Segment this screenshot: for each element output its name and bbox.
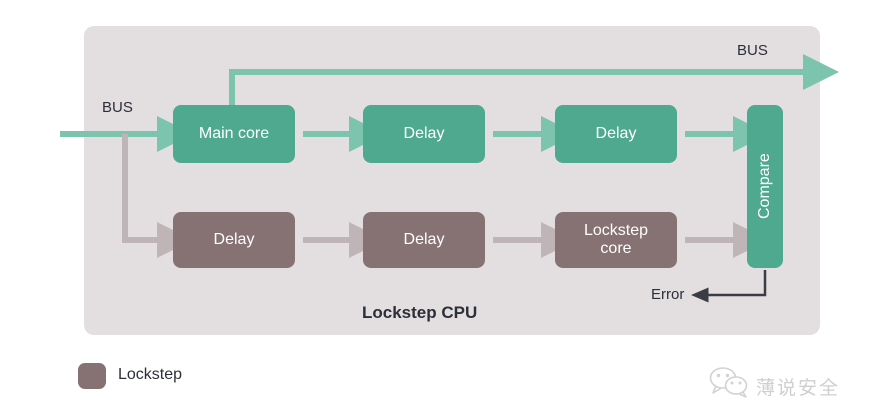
node-bottom-delay-2[interactable]: Delay: [363, 212, 485, 268]
node-lockstep-core-label: Lockstep core: [583, 221, 649, 257]
page-title: Lockstep CPU: [362, 303, 478, 322]
legend-swatch-lockstep: [78, 363, 106, 389]
node-bottom-delay-1[interactable]: Delay: [173, 212, 295, 268]
node-main-core-label: Main core: [198, 124, 270, 142]
watermark-text: 薄说安全: [756, 378, 841, 399]
node-main-core[interactable]: Main core: [173, 105, 295, 163]
bus-output-label: BUS: [737, 42, 768, 59]
node-bottom-delay-2-label: Delay: [403, 230, 445, 248]
bus-output-arrow: [229, 54, 839, 108]
wechat-icon: [709, 367, 748, 398]
node-compare-label: Compare: [755, 153, 773, 220]
node-top-delay-1-label: Delay: [403, 124, 445, 142]
node-top-delay-1[interactable]: Delay: [363, 105, 485, 163]
error-label: Error: [651, 286, 685, 303]
node-compare[interactable]: Compare: [747, 105, 783, 268]
bus-branch-to-lockstep: [122, 134, 193, 258]
node-top-delay-2-label: Delay: [595, 124, 637, 142]
node-top-delay-2[interactable]: Delay: [555, 105, 677, 163]
legend-label-lockstep: Lockstep: [118, 366, 183, 383]
node-lockstep-core[interactable]: Lockstep core: [555, 212, 677, 268]
bus-input-label: BUS: [102, 99, 133, 116]
error-arrow: [691, 270, 767, 303]
node-bottom-delay-1-label: Delay: [213, 230, 255, 248]
